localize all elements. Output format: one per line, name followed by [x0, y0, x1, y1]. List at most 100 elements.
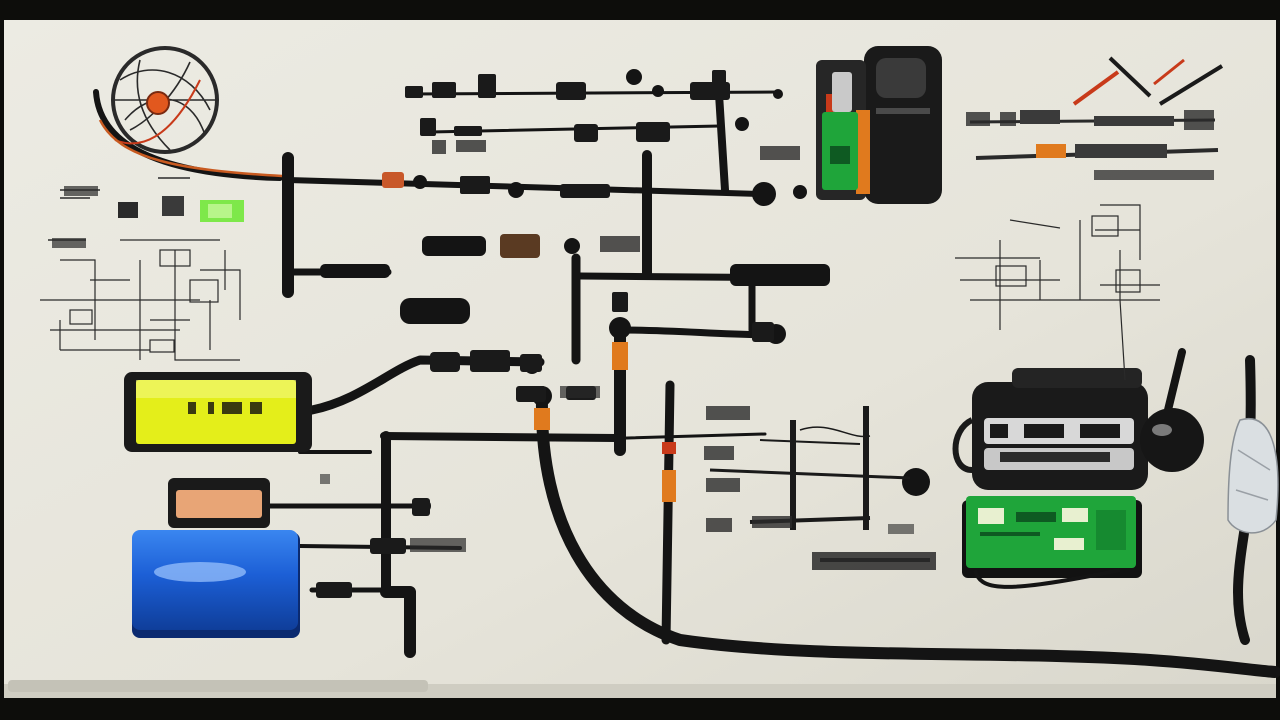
- component: [316, 582, 352, 598]
- battery-glare: [154, 562, 246, 582]
- sketch-box: [159, 249, 191, 267]
- component: [454, 126, 482, 136]
- cable-right-vertical: [661, 380, 675, 645]
- post-bar: [709, 468, 911, 480]
- module-pad: [176, 490, 262, 518]
- strike-mark: [1158, 64, 1224, 106]
- connector-block: [320, 264, 390, 278]
- orange-pad-module: [168, 478, 270, 528]
- controller-connector: [832, 72, 852, 112]
- cable-lower-horizontal: [380, 432, 620, 442]
- controller-housing-highlight: [876, 58, 926, 98]
- sketch-green-chip-inner: [208, 204, 232, 218]
- component: [574, 124, 598, 142]
- component: [432, 82, 456, 98]
- box-knob-glare: [1152, 424, 1172, 436]
- right-schematic-sketch: [955, 204, 1160, 381]
- sketch-part: [162, 196, 184, 216]
- wrap-fold: [1235, 449, 1271, 501]
- node: [626, 69, 642, 85]
- pcb-chip: [978, 508, 1004, 524]
- red-band: [662, 442, 676, 454]
- scribble: [64, 186, 98, 196]
- component: [460, 176, 490, 194]
- control-box: [952, 368, 1204, 490]
- cable-yellow-lead: [307, 355, 545, 415]
- node: [413, 175, 427, 189]
- component: [636, 122, 670, 142]
- strike-mark-red: [1072, 70, 1120, 106]
- post-bar: [799, 426, 871, 438]
- red-connector: [382, 172, 404, 188]
- coil-red-wire: [114, 79, 201, 145]
- lcd-glyph: [188, 402, 196, 414]
- node: [652, 85, 664, 97]
- scribble: [1000, 112, 1016, 126]
- box-knob: [1140, 408, 1204, 472]
- cable-coil-lead: [93, 89, 283, 181]
- component-clusters: [316, 70, 774, 598]
- lcd-glyph: [208, 402, 214, 414]
- rail-part: [1036, 144, 1066, 158]
- scribble: [760, 146, 800, 160]
- board-bottom-strip: [8, 680, 428, 692]
- cable-thin-horizontal: [558, 432, 767, 442]
- lcd-glyph: [250, 402, 262, 414]
- scribble: [706, 518, 732, 532]
- sketch-part: [118, 202, 138, 218]
- box-ports: [990, 424, 1008, 438]
- pcb-chip: [1016, 512, 1056, 522]
- node: [902, 468, 930, 496]
- box-top: [1012, 368, 1142, 388]
- orange-band: [662, 470, 676, 502]
- coil-ring: [111, 46, 219, 154]
- component: [560, 184, 610, 198]
- scribble: [560, 386, 600, 398]
- orange-band: [534, 408, 550, 430]
- node: [735, 117, 749, 131]
- rail-part: [1094, 116, 1174, 126]
- connector-block: [400, 298, 470, 324]
- component: [690, 82, 730, 100]
- scribble: [966, 112, 990, 126]
- scribble: [410, 538, 466, 552]
- component: [370, 538, 406, 554]
- sketch-box: [1091, 215, 1119, 237]
- box-ports: [1000, 452, 1110, 462]
- component: [556, 82, 586, 100]
- scribble: [1094, 170, 1214, 180]
- pcb-chip: [1062, 508, 1088, 522]
- top-right-rail: [969, 56, 1224, 160]
- scribble: [52, 238, 86, 248]
- component: [752, 322, 774, 342]
- rail-part: [1075, 144, 1167, 158]
- scribble: [320, 474, 330, 484]
- orange-band: [612, 342, 628, 370]
- pcb-lead: [973, 568, 1121, 589]
- pcb-trace: [1096, 510, 1126, 550]
- plastic-wrapped-cable: [1227, 417, 1279, 534]
- cable-antenna: [1164, 348, 1186, 414]
- node: [752, 182, 776, 206]
- blue-battery: [132, 530, 300, 638]
- pcb-chip: [1054, 538, 1084, 550]
- sketch-box: [1115, 269, 1141, 293]
- sketch-box: [149, 339, 175, 353]
- sketch-box: [69, 309, 93, 325]
- cable-lower-drop: [380, 586, 416, 658]
- post-bar: [759, 439, 861, 445]
- box-ports: [1080, 424, 1120, 438]
- controller-stripe: [876, 108, 930, 114]
- cable-top-main: [285, 177, 763, 197]
- connector-nodes: [320, 69, 930, 513]
- node: [773, 89, 783, 99]
- scribble: [432, 140, 446, 154]
- scribble: [1184, 110, 1214, 130]
- controller-unit: [816, 46, 942, 204]
- sensor-coil: [98, 46, 283, 178]
- connector-block: [500, 234, 540, 258]
- node: [793, 185, 807, 199]
- wrap: [1227, 417, 1279, 534]
- coil-center: [146, 91, 170, 115]
- scribble: [706, 406, 750, 420]
